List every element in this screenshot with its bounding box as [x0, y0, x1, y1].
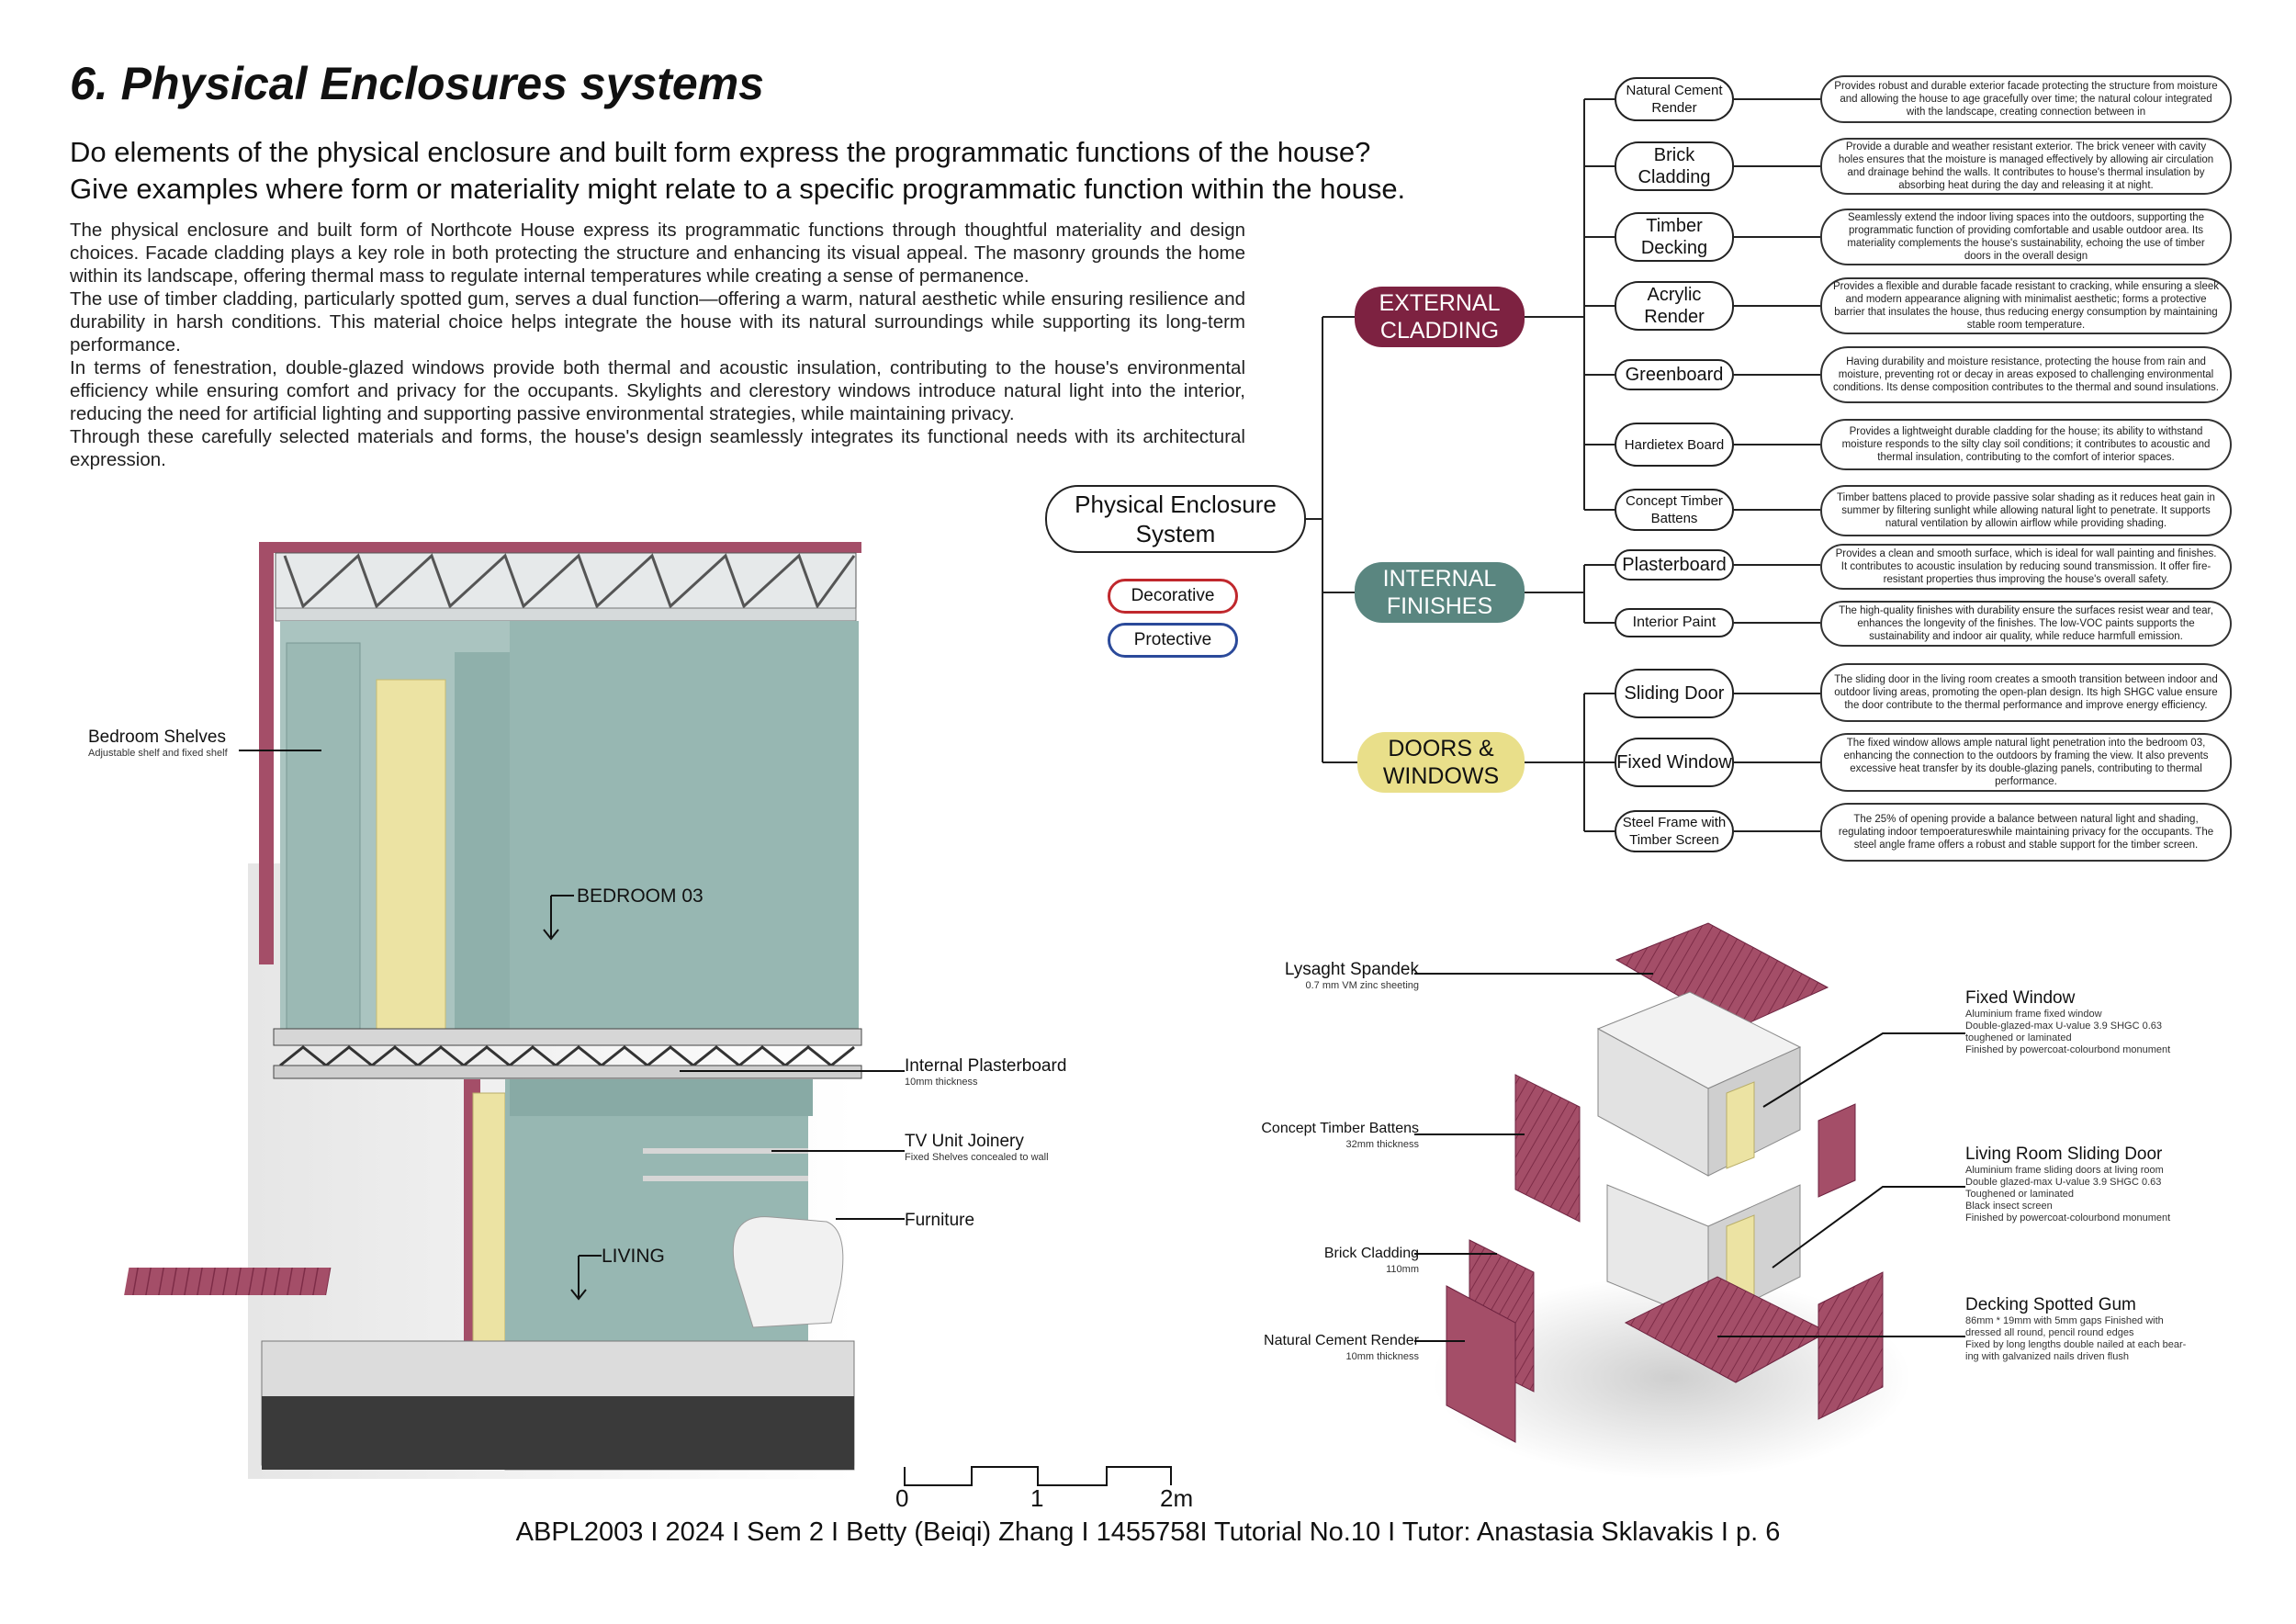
item-timber-decking: Timber Decking [1615, 212, 1734, 262]
desc-concept-timber-battens: Timber battens placed to provide passive… [1820, 485, 2232, 536]
axonometric-drawing [1433, 922, 1910, 1479]
desc-natural-cement-render: Provides robust and durable exterior fac… [1820, 75, 2232, 123]
category-external-cladding: EXTERNAL CLADDING [1355, 287, 1525, 347]
desc-sliding-door: The sliding door in the living room crea… [1820, 663, 2232, 722]
item-hardietex-board: Hardietex Board [1615, 423, 1734, 467]
label-internal-plasterboard: Internal Plasterboard 10mm thickness [905, 1056, 1067, 1088]
desc-timber-decking: Seamlessly extend the indoor living spac… [1820, 209, 2232, 265]
legend-protective: Protective [1108, 623, 1238, 658]
desc-acrylic-render: Provides a flexible and durable facade r… [1820, 277, 2232, 334]
label-brick-cladding: Brick Cladding 110mm [1323, 1246, 1419, 1275]
page-footer: ABPL2003 I 2024 I Sem 2 I Betty (Beiqi) … [515, 1517, 1781, 1547]
body-text: The physical enclosure and built form of… [70, 219, 1245, 471]
desc-fixed-window: The fixed window allows ample natural li… [1820, 733, 2232, 792]
label-tv-unit-joinery: TV Unit Joinery Fixed Shelves concealed … [905, 1132, 1049, 1163]
room-label-living: LIVING [602, 1246, 665, 1267]
paragraph: The use of timber cladding, particularly… [70, 288, 1245, 355]
item-plasterboard: Plasterboard [1615, 549, 1734, 581]
label-natural-cement-render: Natural Cement Render 10mm thickness [1264, 1333, 1419, 1362]
axo-leader-lines [1414, 973, 1965, 1342]
question-text: Do elements of the physical enclosure an… [70, 136, 1406, 205]
scale-label-2m: 2m [1160, 1484, 1194, 1512]
section-drawing [124, 542, 862, 1479]
paragraph: The physical enclosure and built form of… [70, 220, 1245, 287]
paragraph: In terms of fenestration, double-glazed … [70, 357, 1245, 424]
desc-plasterboard: Provides a clean and smooth surface, whi… [1820, 544, 2232, 590]
mindmap-connectors [1306, 98, 1820, 832]
scale-label-0: 0 [895, 1484, 909, 1512]
item-acrylic-render: Acrylic Render [1615, 281, 1734, 331]
category-internal-finishes: INTERNAL FINISHES [1355, 562, 1525, 623]
item-concept-timber-battens: Concept Timber Battens [1615, 489, 1734, 531]
label-bedroom-shelves: Bedroom Shelves Adjustable shelf and fix… [88, 727, 228, 759]
legend-decorative: Decorative [1108, 579, 1238, 614]
desc-hardietex-board: Provides a lightweight durable cladding … [1820, 419, 2232, 470]
desc-brick-cladding: Provide a durable and weather resistant … [1820, 138, 2232, 195]
desc-greenboard: Having durability and moisture resistanc… [1820, 346, 2232, 403]
item-natural-cement-render: Natural Cement Render [1615, 77, 1734, 121]
arrow-icon [543, 895, 574, 941]
room-label-bedroom-03: BEDROOM 03 [577, 885, 703, 907]
label-living-room-sliding-door: Living Room Sliding Door Aluminium frame… [1965, 1145, 2171, 1224]
section-leader-lines [680, 1070, 905, 1220]
label-fixed-window: Fixed Window Aluminium frame fixed windo… [1965, 988, 2171, 1055]
label-concept-timber-battens: Concept Timber Battens 32mm thickness [1261, 1121, 1419, 1150]
item-brick-cladding: Brick Cladding [1615, 141, 1734, 191]
item-sliding-door: Sliding Door [1615, 669, 1734, 718]
item-fixed-window: Fixed Window [1615, 738, 1734, 787]
page-title: 6. Physical Enclosures systems [70, 58, 764, 109]
scale-label-1: 1 [1030, 1484, 1044, 1512]
arrow-icon [570, 1255, 602, 1301]
leader-line [239, 750, 321, 751]
mindmap-root: Physical Enclosure System [1045, 485, 1306, 553]
item-steel-frame-timber-screen: Steel Frame with Timber Screen [1615, 810, 1734, 852]
desc-interior-paint: The high-quality finishes with durabilit… [1820, 601, 2232, 647]
paragraph: Through these carefully selected materia… [70, 426, 1245, 470]
category-doors-windows: DOORS & WINDOWS [1357, 732, 1525, 793]
scale-bar [904, 1466, 1172, 1486]
label-decking-spotted-gum: Decking Spotted Gum 86mm * 19mm with 5mm… [1965, 1295, 2187, 1362]
item-interior-paint: Interior Paint [1615, 608, 1734, 637]
item-greenboard: Greenboard [1615, 359, 1734, 390]
label-lysaght-spandek: Lysaght Spandek 0.7 mm VM zinc sheeting [1284, 960, 1419, 991]
label-furniture: Furniture [905, 1211, 975, 1230]
desc-steel-frame-timber-screen: The 25% of opening provide a balance bet… [1820, 803, 2232, 862]
